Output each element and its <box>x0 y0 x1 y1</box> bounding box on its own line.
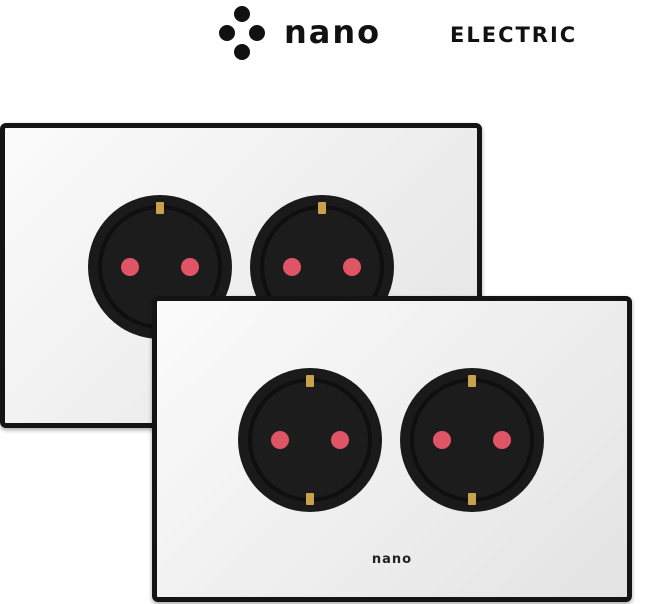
logo-brand-text: nano <box>284 13 382 51</box>
socket-outlet-icon <box>238 368 382 512</box>
brand-logo: nano ELECTRIC <box>218 4 657 60</box>
four-dot-diamond-icon <box>219 6 265 60</box>
plate-brand-mark: nano <box>371 552 413 567</box>
socket-outlet-icon <box>400 368 544 512</box>
socket-plate-front: nano <box>152 296 632 602</box>
logo-sub-text: ELECTRIC <box>450 23 578 47</box>
